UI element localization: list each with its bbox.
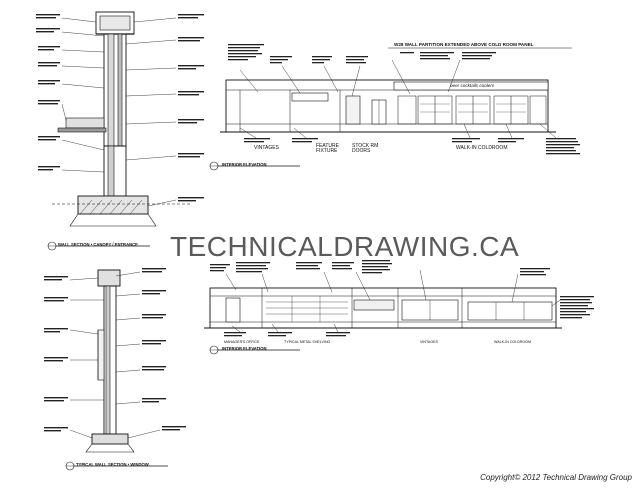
copyright-notice: Copyright© 2012 Technical Drawing Group [480,473,632,482]
label-vintages-top: VINTAGES [254,145,279,151]
label-managers-office: MANAGER'S OFFICE [224,340,260,344]
interior-elevation-top-title: INTERIOR ELEVATION [222,162,267,167]
label-vintages-bottom: VINTAGES [420,340,438,344]
cooler-sign: beer cocktails coolers [450,83,495,88]
typical-wall-section-title: TYPICAL WALL SECTION • WINDOW [76,462,149,467]
typical-wall-section [44,268,186,471]
label-typical-metal-shelving: TYPICAL METAL SHELVING [284,340,331,344]
label-walk-in-coldroom-top: WALK-IN COLDROOM [456,145,508,151]
interior-elevation-bottom [204,260,594,355]
label-walk-in-coldroom-bottom: WALK-IN COLDROOM [494,340,532,344]
label-stock-rm-doors: STOCK RM DOORS [352,143,379,154]
partition-banner: W28 WALL PARTITION EXTENDED ABOVE COLD R… [394,42,534,47]
interior-elevation-top [209,44,580,171]
label-feature-fixture: FEATURE FIXTURE [316,143,339,154]
wall-section-canopy [36,11,204,251]
watermark: TECHNICALDRAWING.CA [170,231,520,262]
wall-section-canopy-title: WALL SECTION • CANOPY / ENTRANCE [58,242,138,247]
interior-elevation-bottom-title: INTERIOR ELEVATION [222,346,267,351]
